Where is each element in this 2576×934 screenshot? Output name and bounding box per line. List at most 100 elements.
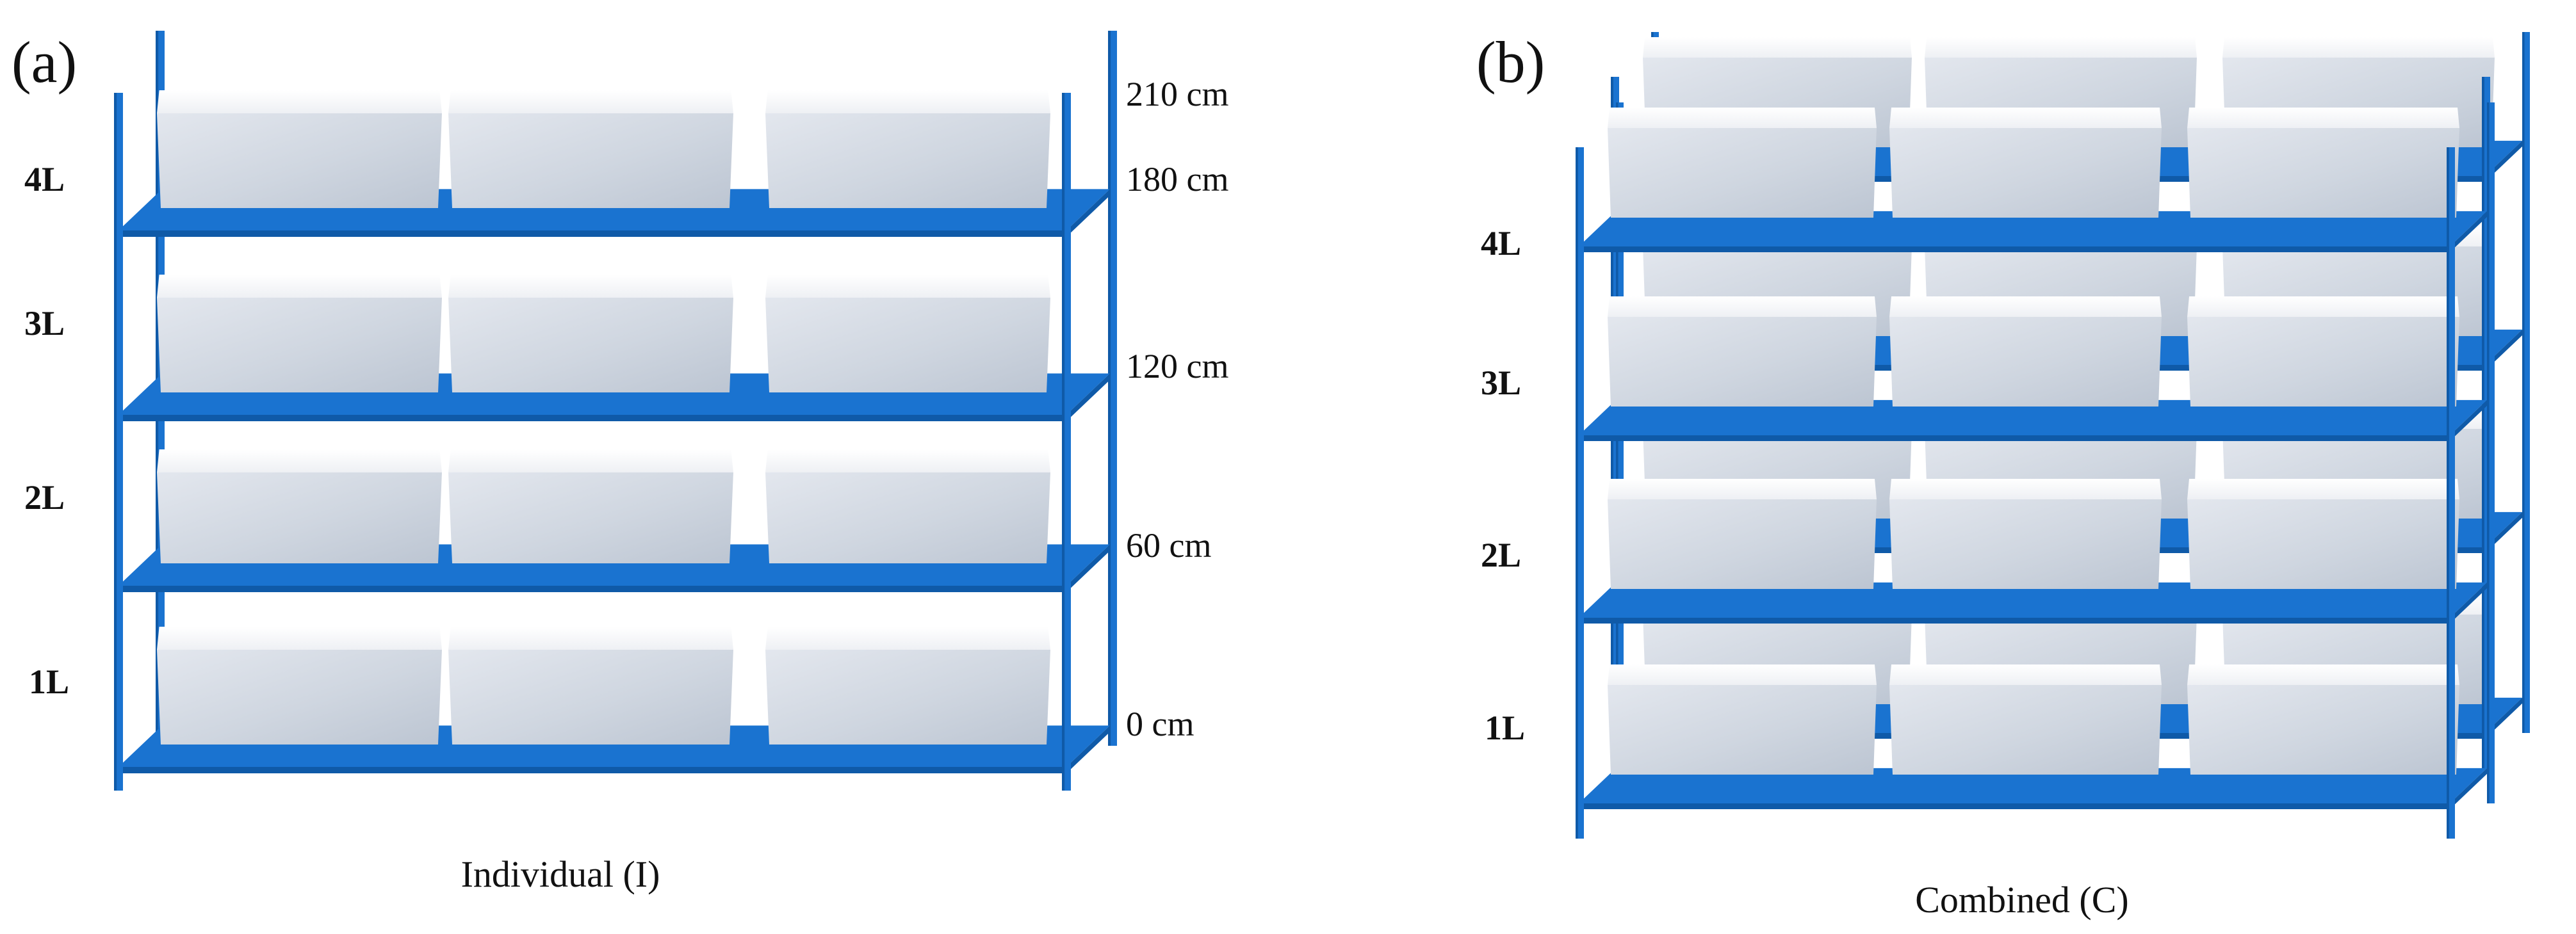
box-a-4L-3 [765,90,1050,208]
box-a-2L-2-front [448,472,733,563]
box-a-2L-2 [448,449,733,563]
box-a-2L-3-top [765,449,1050,472]
box-a-4L-1-front [157,113,442,208]
box-a-3L-1 [157,275,442,392]
rack-b-front-back-post-right-edge [2487,102,2490,803]
panel-a-label: (a) [12,29,77,95]
rack-b-front-box-2L-1-front [1608,499,1877,589]
panel-b-level-1L: 1L [1485,709,1525,747]
rack-b-front-shelf-1L-side [2450,768,2487,809]
rack-b-rear-back-post-right-edge [2522,32,2525,733]
panel-b-level-3L: 3L [1481,364,1521,402]
rack-b-front-box-3L-3-front [2187,317,2459,407]
panel-a-caption: Individual (I) [461,853,660,895]
box-a-1L-3-front [765,650,1050,745]
box-a-4L-1-top [157,90,442,113]
shelf-a-3L-lip [118,415,1066,421]
box-a-1L-3-top [765,627,1050,650]
shelf-a-4L-side [1066,189,1110,237]
box-a-3L-2 [448,275,733,392]
rack-b-front-shelf-2L [1579,582,2487,618]
rack-b-front-shelf-3L-side [2450,399,2487,441]
rack-a-front-post-right-edge [1062,93,1065,791]
rack-b-front-box-4L-2-top [1889,108,2162,128]
box-a-4L-2 [448,90,733,208]
rack-b-front-box-1L-1 [1608,664,1877,775]
box-a-4L-2-front [448,113,733,208]
rack-b-front-box-4L-1 [1608,108,1877,218]
rack-b-front-box-1L-2-top [1889,664,2162,685]
box-a-2L-2-top [448,449,733,472]
rack-b-front-box-2L-3-top [2187,479,2459,499]
rack-b-front-box-3L-2 [1889,296,2162,407]
panel-b-label: (b) [1476,29,1545,95]
rack-b-front-back-post-left-edge [1616,102,1618,803]
panel-b-caption: Combined (C) [1915,879,2128,921]
rack-b-front-shelf-2L-lip [1579,618,2450,624]
shelf-a-3L-side [1066,373,1110,421]
rack-b-front-box-4L-3-front [2187,128,2459,218]
box-a-3L-2-front [448,298,733,392]
box-a-1L-1-top [157,627,442,650]
shelf-a-4L-lip [118,230,1066,237]
rack-b-front-box-2L-1-top [1608,479,1877,499]
rack-b-front-box-2L-2 [1889,479,2162,589]
rack-b-front-box-4L-3 [2187,108,2459,218]
box-a-2L-1-top [157,449,442,472]
box-a-4L-3-front [765,113,1050,208]
rack-b-front-box-1L-3-front [2187,685,2459,775]
box-a-1L-3 [765,627,1050,745]
rack-b-front-shelf-4L-side [2450,211,2487,252]
rack-b-front-front-post-right-edge [2447,147,2449,839]
rack-b-front-box-2L-1 [1608,479,1877,589]
rack-b-front-box-2L-2-front [1889,499,2162,589]
box-a-4L-2-top [448,90,733,113]
rack-b-front-box-4L-2 [1889,108,2162,218]
rack-b-front-shelf-3L-lip [1579,435,2450,441]
box-a-1L-2 [448,627,733,745]
height-label-210: 210 cm [1126,75,1228,113]
box-a-3L-3-front [765,298,1050,392]
height-label-60: 60 cm [1126,526,1211,565]
shelf-a-2L-lip [118,586,1066,592]
rack-b-rear-front-post-right-edge [2482,77,2484,768]
box-a-3L-1-top [157,275,442,298]
rack-b-front-shelf-2L-side [2450,582,2487,624]
rack-b-front-box-1L-1-top [1608,664,1877,685]
rack-b-front-box-4L-3-top [2187,108,2459,128]
rack-b-front-box-1L-3 [2187,664,2459,775]
box-a-1L-2-front [448,650,733,745]
box-a-3L-1-front [157,298,442,392]
rack-b-front-box-1L-2 [1889,664,2162,775]
rack-b-front-front-post-left-edge [1576,147,1578,839]
rack-b-front-shelf-4L [1579,211,2487,246]
rack-b-front-box-3L-3 [2187,296,2459,407]
box-a-2L-3-front [765,472,1050,563]
rack-b-front-shelf-1L-lip [1579,803,2450,809]
rack-b-front-box-1L-2-front [1889,685,2162,775]
shelf-a-1L-side [1066,725,1110,773]
box-a-4L-1 [157,90,442,208]
rack-b-front-box-1L-1-front [1608,685,1877,775]
rack-b-front-box-4L-1-front [1608,128,1877,218]
rack-a-front-post-left-edge [114,93,117,791]
rack-b-front-box-3L-2-front [1889,317,2162,407]
panel-a-level-3L: 3L [24,304,65,342]
box-a-2L-3 [765,449,1050,563]
rack-b-front-box-4L-2-front [1889,128,2162,218]
rack-b-front-box-3L-1-top [1608,296,1877,317]
rack-b-front-box-3L-3-top [2187,296,2459,317]
rack-b-front-box-2L-3 [2187,479,2459,589]
rack-b-front-shelf-4L-lip [1579,246,2450,252]
box-a-2L-1 [157,449,442,563]
rack-b-front-box-2L-3-front [2187,499,2459,589]
box-a-3L-2-top [448,275,733,298]
box-a-1L-2-top [448,627,733,650]
height-label-0: 0 cm [1126,705,1194,743]
rack-b-front-box-3L-2-top [1889,296,2162,317]
rack-b-front-shelf-1L [1579,768,2487,803]
box-a-2L-1-front [157,472,442,563]
rack-b-rear-box-4L-1-top [1643,37,1912,58]
shelf-a-1L-lip [118,767,1066,773]
